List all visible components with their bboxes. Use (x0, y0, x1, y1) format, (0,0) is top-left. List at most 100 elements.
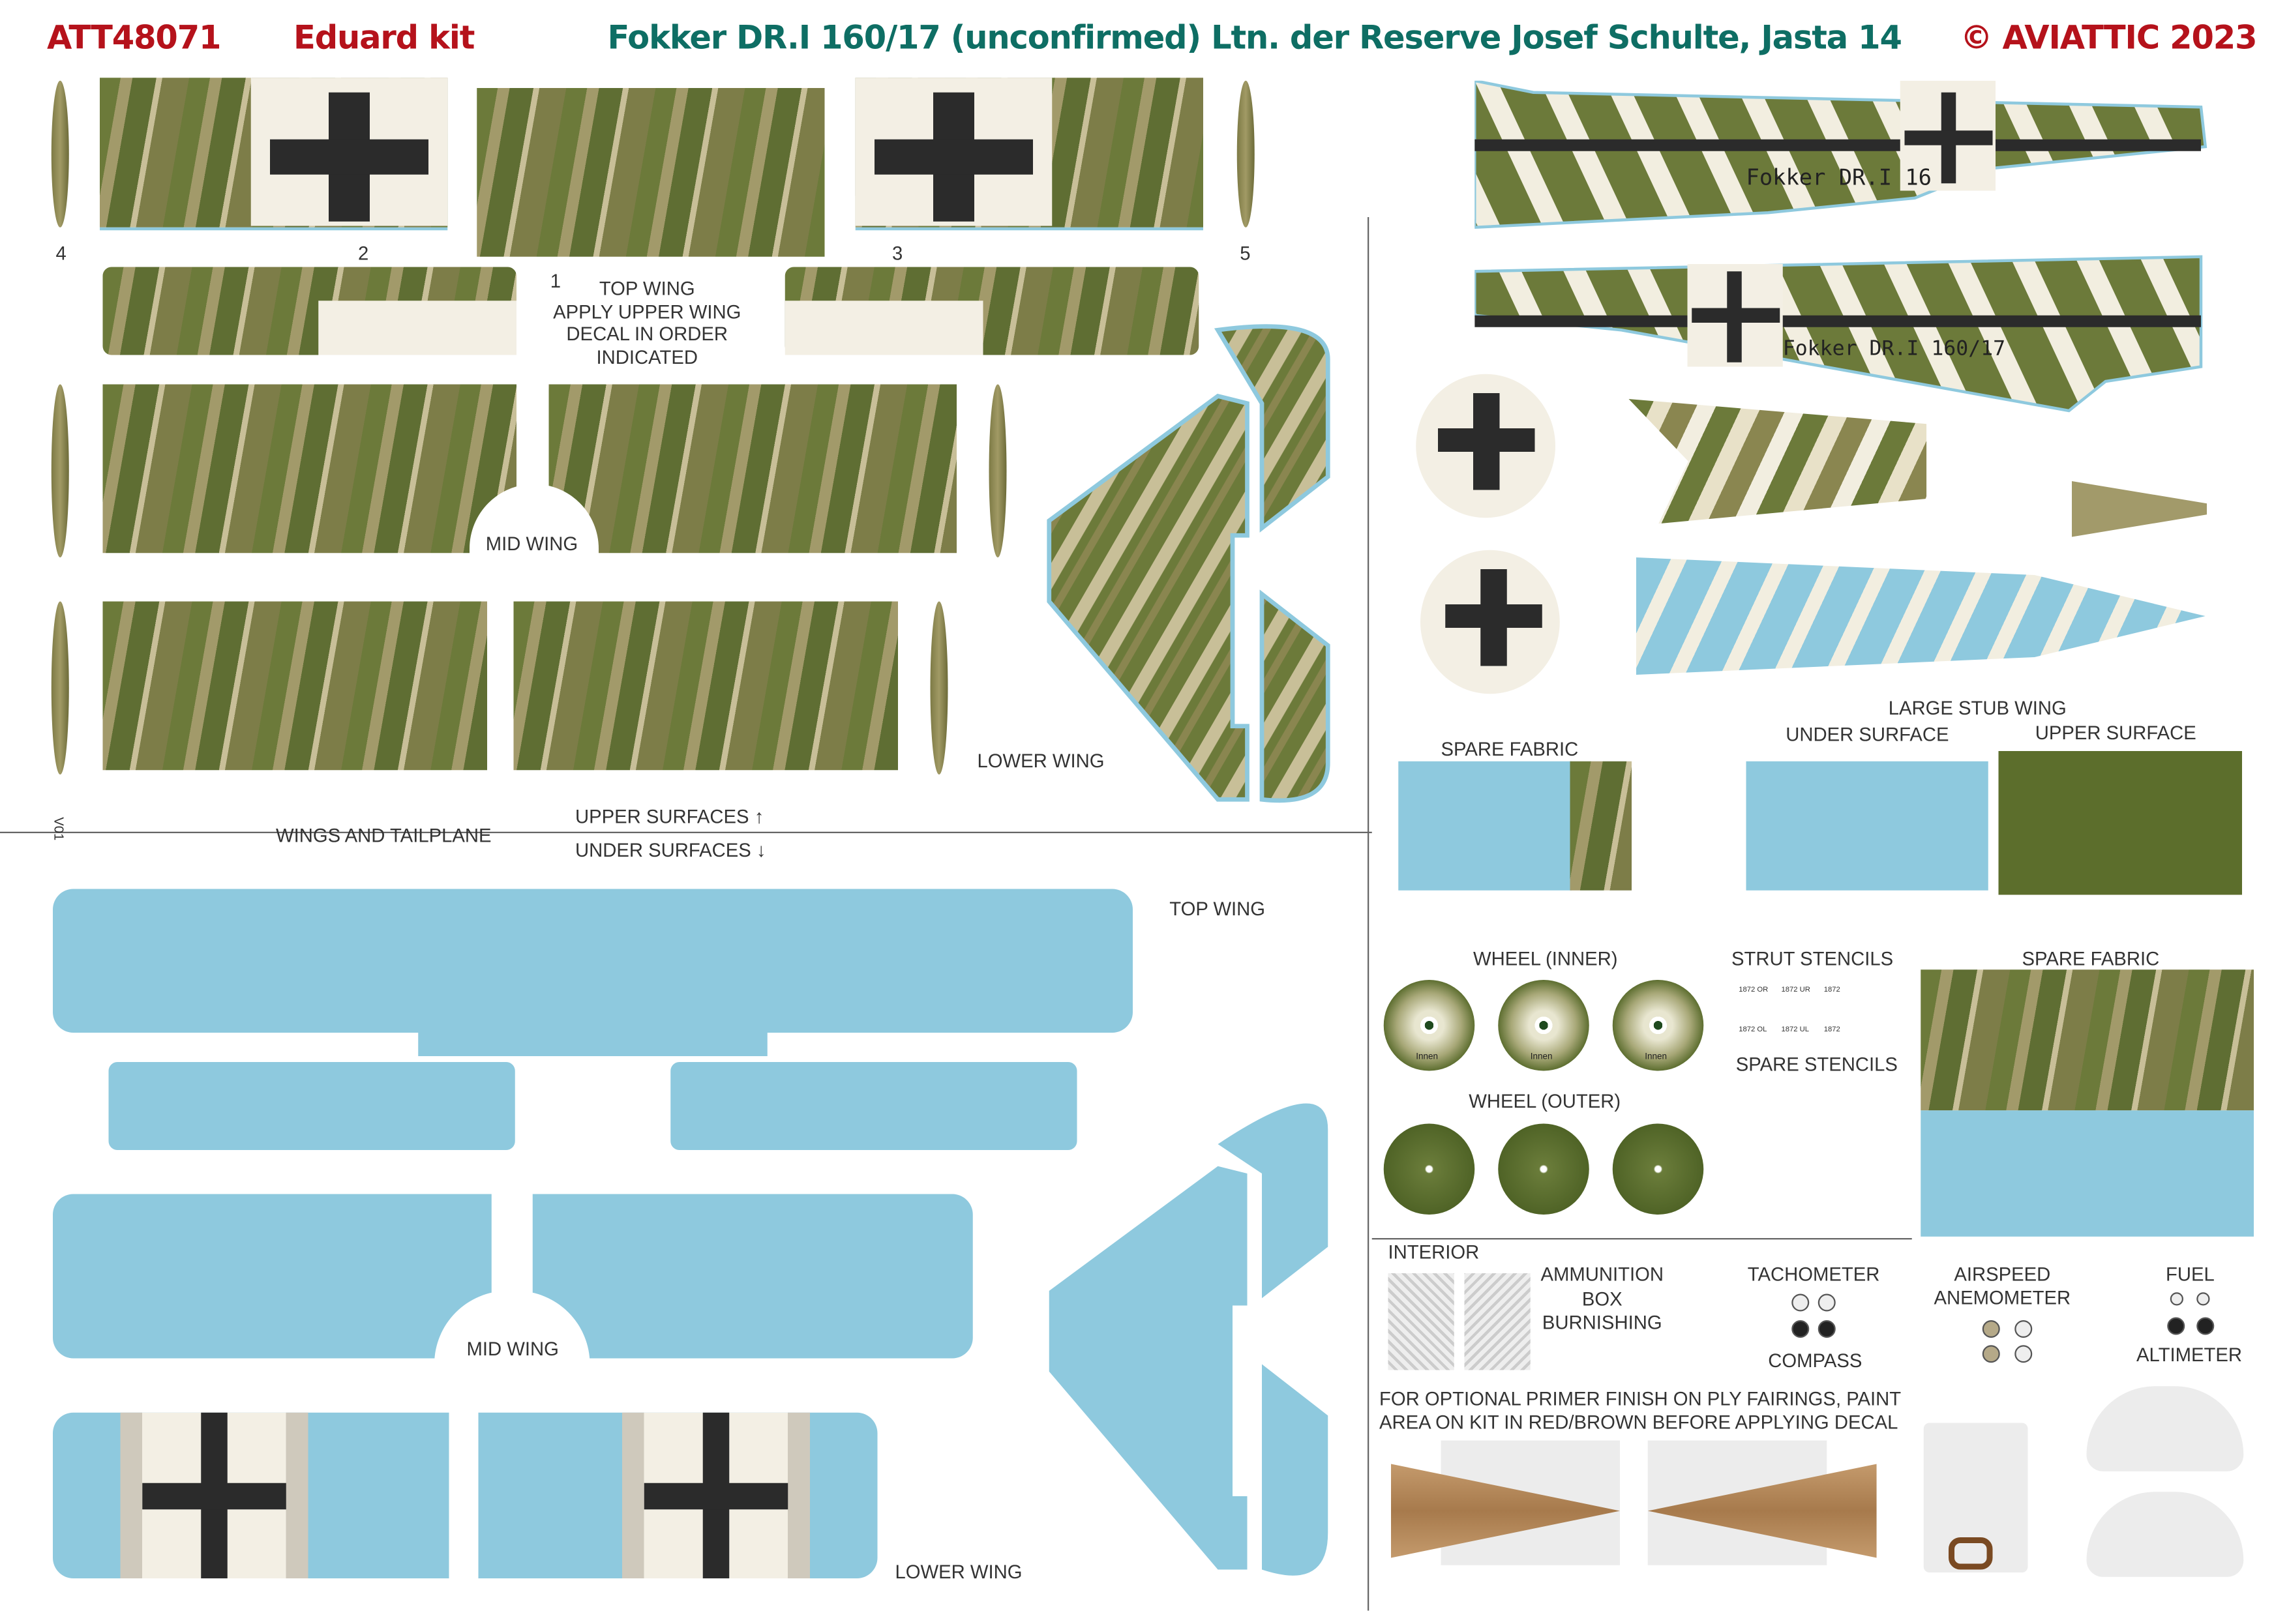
tail-skid-decal (2072, 481, 2207, 537)
fuel-dial (2170, 1292, 2183, 1306)
headrest-decal (2086, 1492, 2244, 1577)
note-line: APPLY UPPER WING (553, 300, 741, 322)
cutout (516, 378, 549, 489)
section-divider (1371, 1238, 1912, 1240)
note-line: AREA ON KIT IN RED/BROWN BEFORE APPLYING… (1379, 1411, 1898, 1434)
wings-tailplane-label: WINGS AND TAILPLANE (276, 824, 492, 847)
wheel-outer-label: WHEEL (OUTER) (1469, 1089, 1621, 1112)
label-line: ANEMOMETER (1934, 1286, 2071, 1308)
strut-decal (1236, 80, 1255, 228)
under-surface-label: UNDER SURFACE (1786, 723, 1949, 745)
altimeter-dial (2167, 1317, 2185, 1335)
strut-decal (51, 601, 69, 775)
stub-wing-upper (1998, 751, 2242, 895)
copyright: © AVIATTIC 2023 (1960, 20, 2258, 57)
iron-cross-icon (270, 92, 428, 222)
spare-fabric-blue-2 (1921, 1110, 2254, 1237)
sheet-title: Fokker DR.I 160/17 (unconfirmed) Ltn. de… (607, 20, 1902, 57)
part-number: 2 (358, 242, 369, 264)
top-wing-center-decal (477, 88, 825, 257)
tailplane-under (1049, 1103, 1328, 1576)
lower-wing-label-upper: LOWER WING (977, 749, 1105, 772)
ammo-box-decal (1464, 1273, 1531, 1370)
wheel-text: Innen (1645, 1053, 1668, 1063)
ammo-box-decal (1388, 1273, 1454, 1370)
fuel-label: FUEL (2166, 1263, 2215, 1285)
airspeed-dial (2014, 1320, 2033, 1338)
kit-name: Eduard kit (293, 20, 475, 57)
strut-decal (930, 601, 948, 775)
headrest-decal (2086, 1386, 2244, 1471)
iron-cross-icon (142, 1412, 286, 1578)
seat-handle-icon (1949, 1537, 1993, 1570)
compass-label: COMPASS (1768, 1350, 1863, 1372)
stencil: 1872 UR (1781, 986, 1810, 995)
tailplane-upper (1047, 324, 1330, 803)
anemometer-dial (1982, 1345, 2000, 1363)
stencil: 1872 UL (1781, 1025, 1810, 1035)
compass-dial (1791, 1320, 1810, 1338)
wheel-text: Innen (1530, 1053, 1553, 1063)
fuselage-serial: Fokker DR.I 16 (1746, 164, 1932, 191)
spare-fabric-camo (1570, 761, 1632, 891)
note-line: FOR OPTIONAL PRIMER FINISH ON PLY FAIRIN… (1379, 1387, 1902, 1410)
compass-dial (1818, 1320, 1836, 1338)
top-wing-under-center (418, 1027, 768, 1056)
large-stub-wing-label: LARGE STUB WING (1888, 696, 2067, 719)
wheel-outer-decal (1383, 1123, 1475, 1215)
strut-stencils-label: STRUT STENCILS (1731, 947, 1894, 970)
stencil: 1872 (1823, 986, 1840, 995)
iron-cross-icon (875, 92, 1033, 222)
aileron-cream (785, 301, 983, 355)
aileron-under-left (108, 1062, 515, 1150)
product-code: ATT48071 (47, 20, 221, 57)
top-wing-under (53, 889, 1133, 1033)
label-line: AIRSPEED (1954, 1263, 2051, 1285)
upper-surface-label: UPPER SURFACE (2035, 722, 2196, 744)
label-line: AMMUNITION (1540, 1263, 1664, 1285)
aileron-under-right (670, 1062, 1077, 1150)
stencil: 1872 (1823, 1025, 1840, 1035)
part-number: 1 (550, 270, 561, 292)
fuselage-sides (1474, 80, 2207, 413)
mid-wing-label-upper: MID WING (485, 532, 578, 555)
wheel-inner-decal (1383, 980, 1475, 1071)
altimeter-label: ALTIMETER (2136, 1344, 2242, 1366)
iron-cross-icon (1438, 393, 1535, 490)
fuel-dial (2196, 1292, 2210, 1306)
wheel-inner-decal (1498, 980, 1589, 1071)
version-label: V01 (51, 817, 67, 841)
altimeter-dial (2196, 1317, 2215, 1335)
lower-wing-upper-right (513, 601, 898, 771)
spare-fabric-blue (1398, 761, 1572, 891)
stencil: 1872 OL (1739, 1025, 1767, 1035)
top-wing-label: TOP WING (1169, 898, 1266, 920)
wheel-outer-decal (1612, 1123, 1704, 1215)
label-line: BOX (1581, 1287, 1623, 1310)
spare-fabric-label: SPARE FABRIC (1441, 737, 1579, 760)
part-number: 3 (892, 242, 903, 264)
cutout (491, 1188, 533, 1299)
interior-label: INTERIOR (1388, 1241, 1480, 1263)
part-number: 4 (55, 242, 67, 264)
section-divider (0, 831, 1372, 833)
wheel-text: Innen (1416, 1053, 1439, 1063)
tachometer-dial (1791, 1293, 1810, 1312)
note-line: DECAL IN ORDER (566, 323, 728, 345)
tachometer-dial (1818, 1293, 1836, 1312)
part-number: 5 (1240, 242, 1251, 264)
label-line: BURNISHING (1542, 1311, 1662, 1334)
tachometer-label: TACHOMETER (1747, 1263, 1880, 1285)
stencil: 1872 OR (1739, 986, 1769, 995)
strut-decal (989, 384, 1007, 557)
under-surfaces-label: UNDER SURFACES ↓ (575, 839, 766, 861)
wheel-inner-decal (1612, 980, 1704, 1071)
iron-cross-icon (1445, 569, 1542, 666)
strut-decal (51, 384, 69, 557)
spare-stencils-label: SPARE STENCILS (1735, 1053, 1898, 1076)
section-divider (1368, 217, 1369, 1611)
primer-note: FOR OPTIONAL PRIMER FINISH ON PLY FAIRIN… (1379, 1388, 1901, 1435)
